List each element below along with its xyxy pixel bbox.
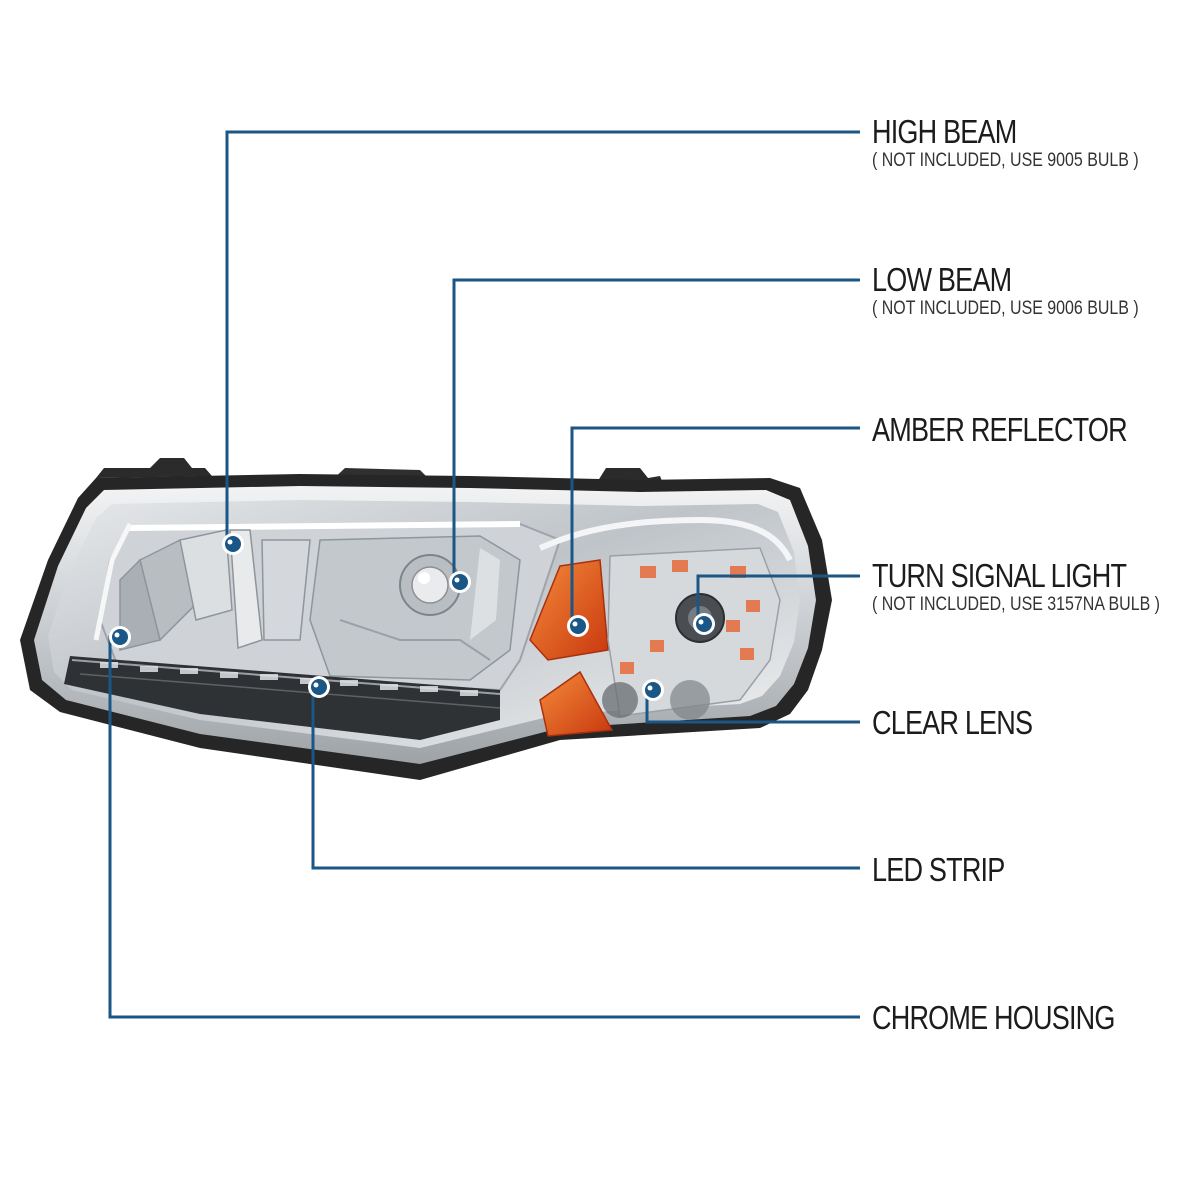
callout-title: HIGH BEAM: [872, 113, 1017, 150]
low-beam-reflector: [309, 535, 521, 681]
callout-chrome-housing: CHROME HOUSING: [872, 1000, 1168, 1036]
callout-markers: [109, 533, 715, 701]
callout-low-beam: LOW BEAM ( NOT INCLUDED, USE 9006 BULB ): [872, 262, 1189, 319]
marker-amber-reflector: [567, 615, 589, 637]
callout-note: ( NOT INCLUDED, USE 3157NA BULB ): [872, 594, 1160, 615]
callout-title: LED STRIP: [872, 851, 1005, 888]
marker-clear-lens: [642, 679, 664, 701]
callout-high-beam: HIGH BEAM ( NOT INCLUDED, USE 9005 BULB …: [872, 114, 1189, 171]
callout-note: ( NOT INCLUDED, USE 9005 BULB ): [872, 150, 1139, 171]
callout-title: CHROME HOUSING: [872, 999, 1115, 1036]
marker-low-beam: [449, 571, 471, 593]
marker-chrome-housing: [109, 626, 131, 648]
marker-led-strip: [308, 676, 330, 698]
callout-clear-lens: CLEAR LENS: [872, 705, 1067, 741]
callout-title: AMBER REFLECTOR: [872, 411, 1128, 448]
callout-amber-reflector: AMBER REFLECTOR: [872, 412, 1183, 448]
turn-signal-housing: [602, 547, 781, 720]
marker-turn-signal: [693, 613, 715, 635]
led-strip-graphic: [64, 656, 501, 740]
callout-title: LOW BEAM: [872, 261, 1012, 298]
callout-title: CLEAR LENS: [872, 704, 1033, 741]
callout-note: ( NOT INCLUDED, USE 9006 BULB ): [872, 298, 1139, 319]
amber-reflector-graphic: [529, 559, 614, 737]
marker-high-beam: [222, 533, 244, 555]
callout-title: TURN SIGNAL LIGHT: [872, 557, 1127, 594]
callout-led-strip: LED STRIP: [872, 852, 1034, 888]
high-beam-reflector: [119, 529, 311, 651]
callout-turn-signal-light: TURN SIGNAL LIGHT ( NOT INCLUDED, USE 31…: [872, 558, 1200, 615]
